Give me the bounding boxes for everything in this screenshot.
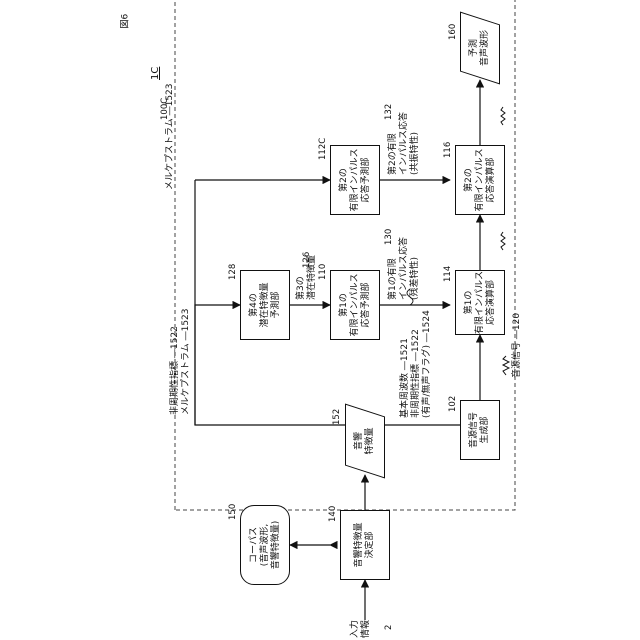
acoustic-feature-decider: 音響特徴量 決定部 <box>340 510 390 580</box>
first-fir-predictor: 第1の 有限インパルス 応答予測部 <box>330 270 380 340</box>
acoustic-feature-label: 音響 特徴量 <box>345 410 385 472</box>
decider-ref: 140 <box>328 506 338 522</box>
first-response-label: 第1の有限 インパルス応答 (残差特性) <box>388 237 421 300</box>
first-fir-predictor-ref: 110 <box>318 264 328 280</box>
second-fir-filter: 第2の 有限インパルス 応答演算部 <box>455 145 505 215</box>
first-response-ref: 130 <box>384 229 394 245</box>
source-signal-generator: 音源信号 生成部 <box>460 400 500 460</box>
second-response-label: 第2の有限 インパルス応答 (共振特性) <box>388 112 421 175</box>
input-ref: 2 <box>384 625 394 630</box>
source-gen-ref: 102 <box>448 396 458 412</box>
input-info: 入力 情報 <box>350 620 372 638</box>
third-latent-ref: 126 <box>302 252 312 268</box>
feature-ref: 152 <box>332 409 342 425</box>
waveform-output <box>501 107 505 125</box>
second-fir-predictor-ref: 112C <box>318 138 328 160</box>
second-fir-filter-ref: 116 <box>443 142 453 158</box>
waveform-first <box>501 232 505 250</box>
first-fir-filter-ref: 114 <box>443 266 453 282</box>
second-fir-predictor: 第2の 有限インパルス 応答予測部 <box>330 145 380 215</box>
upper-bus-labels: 非周期性指標 ―1522 メルケプストラム ―1523 <box>170 308 192 415</box>
system-ref: 1C <box>150 67 161 80</box>
fourth-predictor-ref: 128 <box>228 264 238 280</box>
fourth-latent-predictor: 第4の 潜在特徴量 予測部 <box>240 270 290 340</box>
waveform-source <box>503 356 509 375</box>
corpus-ref: 150 <box>228 504 238 520</box>
predicted-waveform-ref: 160 <box>448 24 458 40</box>
outer-ref: 100C <box>160 98 170 120</box>
corpus-cylinder: コーパス (音声波形, 音響特徴量) <box>240 505 290 585</box>
first-fir-filter: 第1の 有限インパルス 応答演算部 <box>455 270 505 335</box>
source-signal-label: 音源信号 ―120 <box>512 313 523 378</box>
feature-labels: 基本周波数 ―1521 非周期性指標 ―1522 (有声/無声フラグ) ―152… <box>400 310 433 418</box>
predicted-waveform-label: 予測 音声波形 <box>460 18 500 78</box>
second-response-ref: 132 <box>384 104 394 120</box>
